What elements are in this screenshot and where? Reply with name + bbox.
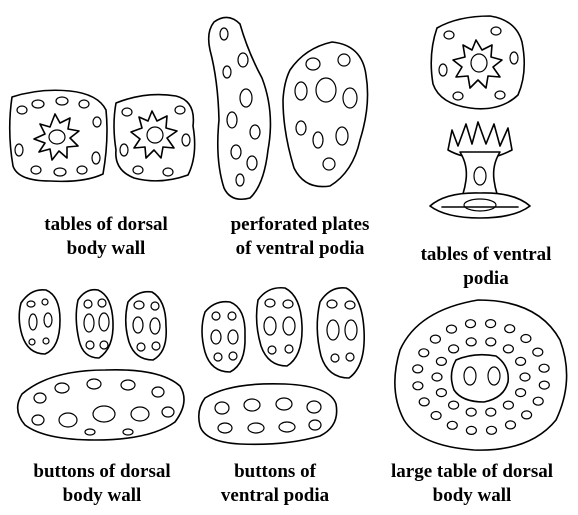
caption-line: of ventral podia bbox=[204, 237, 396, 261]
caption-line: body wall bbox=[4, 484, 200, 508]
perforation-hole bbox=[449, 345, 459, 353]
dorsal-button-1 bbox=[19, 290, 60, 354]
perforation-hole bbox=[539, 381, 549, 389]
perforation-hole bbox=[533, 397, 543, 405]
perforation-hole bbox=[449, 401, 459, 409]
perforation-hole bbox=[432, 373, 442, 381]
perforation-hole bbox=[436, 357, 446, 365]
ventral-table-top bbox=[431, 16, 524, 109]
caption-line: perforated plates bbox=[204, 213, 396, 237]
ventral-button-2 bbox=[257, 288, 303, 366]
perforation-hole bbox=[413, 382, 423, 390]
perforation-hole bbox=[466, 320, 476, 328]
perforated-plate-2 bbox=[283, 42, 368, 187]
perforation-hole bbox=[431, 412, 441, 420]
caption-tables-dorsal: tables of dorsal body wall bbox=[6, 213, 206, 261]
perforation-hole bbox=[533, 348, 543, 356]
perforated-plate-1 bbox=[209, 17, 271, 199]
caption-line: buttons of dorsal bbox=[4, 460, 200, 484]
ventral-button-1 bbox=[202, 302, 245, 372]
dorsal-button-2 bbox=[76, 290, 113, 358]
perforation-hole bbox=[436, 389, 446, 397]
caption-line: tables of dorsal bbox=[6, 213, 206, 237]
perforation-hole bbox=[419, 349, 429, 357]
perforation-hole bbox=[466, 408, 476, 416]
caption-line: ventral podia bbox=[200, 484, 350, 508]
perforation-hole bbox=[520, 373, 530, 381]
ventral-button-large bbox=[199, 384, 337, 445]
perforation-hole bbox=[506, 421, 516, 429]
caption-line: large table of dorsal bbox=[368, 460, 576, 484]
perforation-hole bbox=[503, 401, 513, 409]
dorsal-table-1 bbox=[10, 90, 107, 181]
perforation-hole bbox=[447, 325, 457, 333]
perforation-hole bbox=[413, 365, 423, 373]
caption-line: tables of ventral bbox=[398, 243, 574, 267]
dorsal-table-2 bbox=[114, 95, 195, 181]
perforation-hole bbox=[447, 421, 457, 429]
perforation-hole bbox=[419, 398, 429, 406]
perforation-hole bbox=[486, 320, 496, 328]
caption-tables-ventral: tables of ventral podia bbox=[398, 243, 574, 291]
perforation-hole bbox=[466, 426, 476, 434]
caption-line: buttons of bbox=[200, 460, 350, 484]
caption-line: podia bbox=[398, 267, 574, 291]
perforation-hole bbox=[521, 335, 531, 343]
perforation-hole bbox=[466, 338, 476, 346]
caption-perforated-plates: perforated plates of ventral podia bbox=[204, 213, 396, 261]
perforation-hole bbox=[486, 408, 496, 416]
perforation-hole bbox=[430, 335, 440, 343]
dorsal-button-3 bbox=[126, 292, 167, 360]
caption-line: body wall bbox=[6, 237, 206, 261]
caption-line: body wall bbox=[368, 484, 576, 508]
caption-large-table: large table of dorsal body wall bbox=[368, 460, 576, 508]
perforation-hole bbox=[505, 325, 515, 333]
ventral-button-3 bbox=[317, 288, 364, 378]
caption-buttons-dorsal: buttons of dorsal body wall bbox=[4, 460, 200, 508]
perforation-hole bbox=[503, 345, 513, 353]
perforation-hole bbox=[486, 338, 496, 346]
perforation-hole bbox=[516, 357, 526, 365]
perforation-hole bbox=[539, 364, 549, 372]
caption-buttons-ventral: buttons of ventral podia bbox=[200, 460, 350, 508]
ventral-table-side bbox=[430, 122, 530, 218]
large-dorsal-table bbox=[395, 300, 567, 450]
perforation-hole bbox=[522, 411, 532, 419]
perforation-hole bbox=[487, 426, 497, 434]
perforation-hole bbox=[516, 389, 526, 397]
dorsal-button-large bbox=[18, 370, 184, 440]
